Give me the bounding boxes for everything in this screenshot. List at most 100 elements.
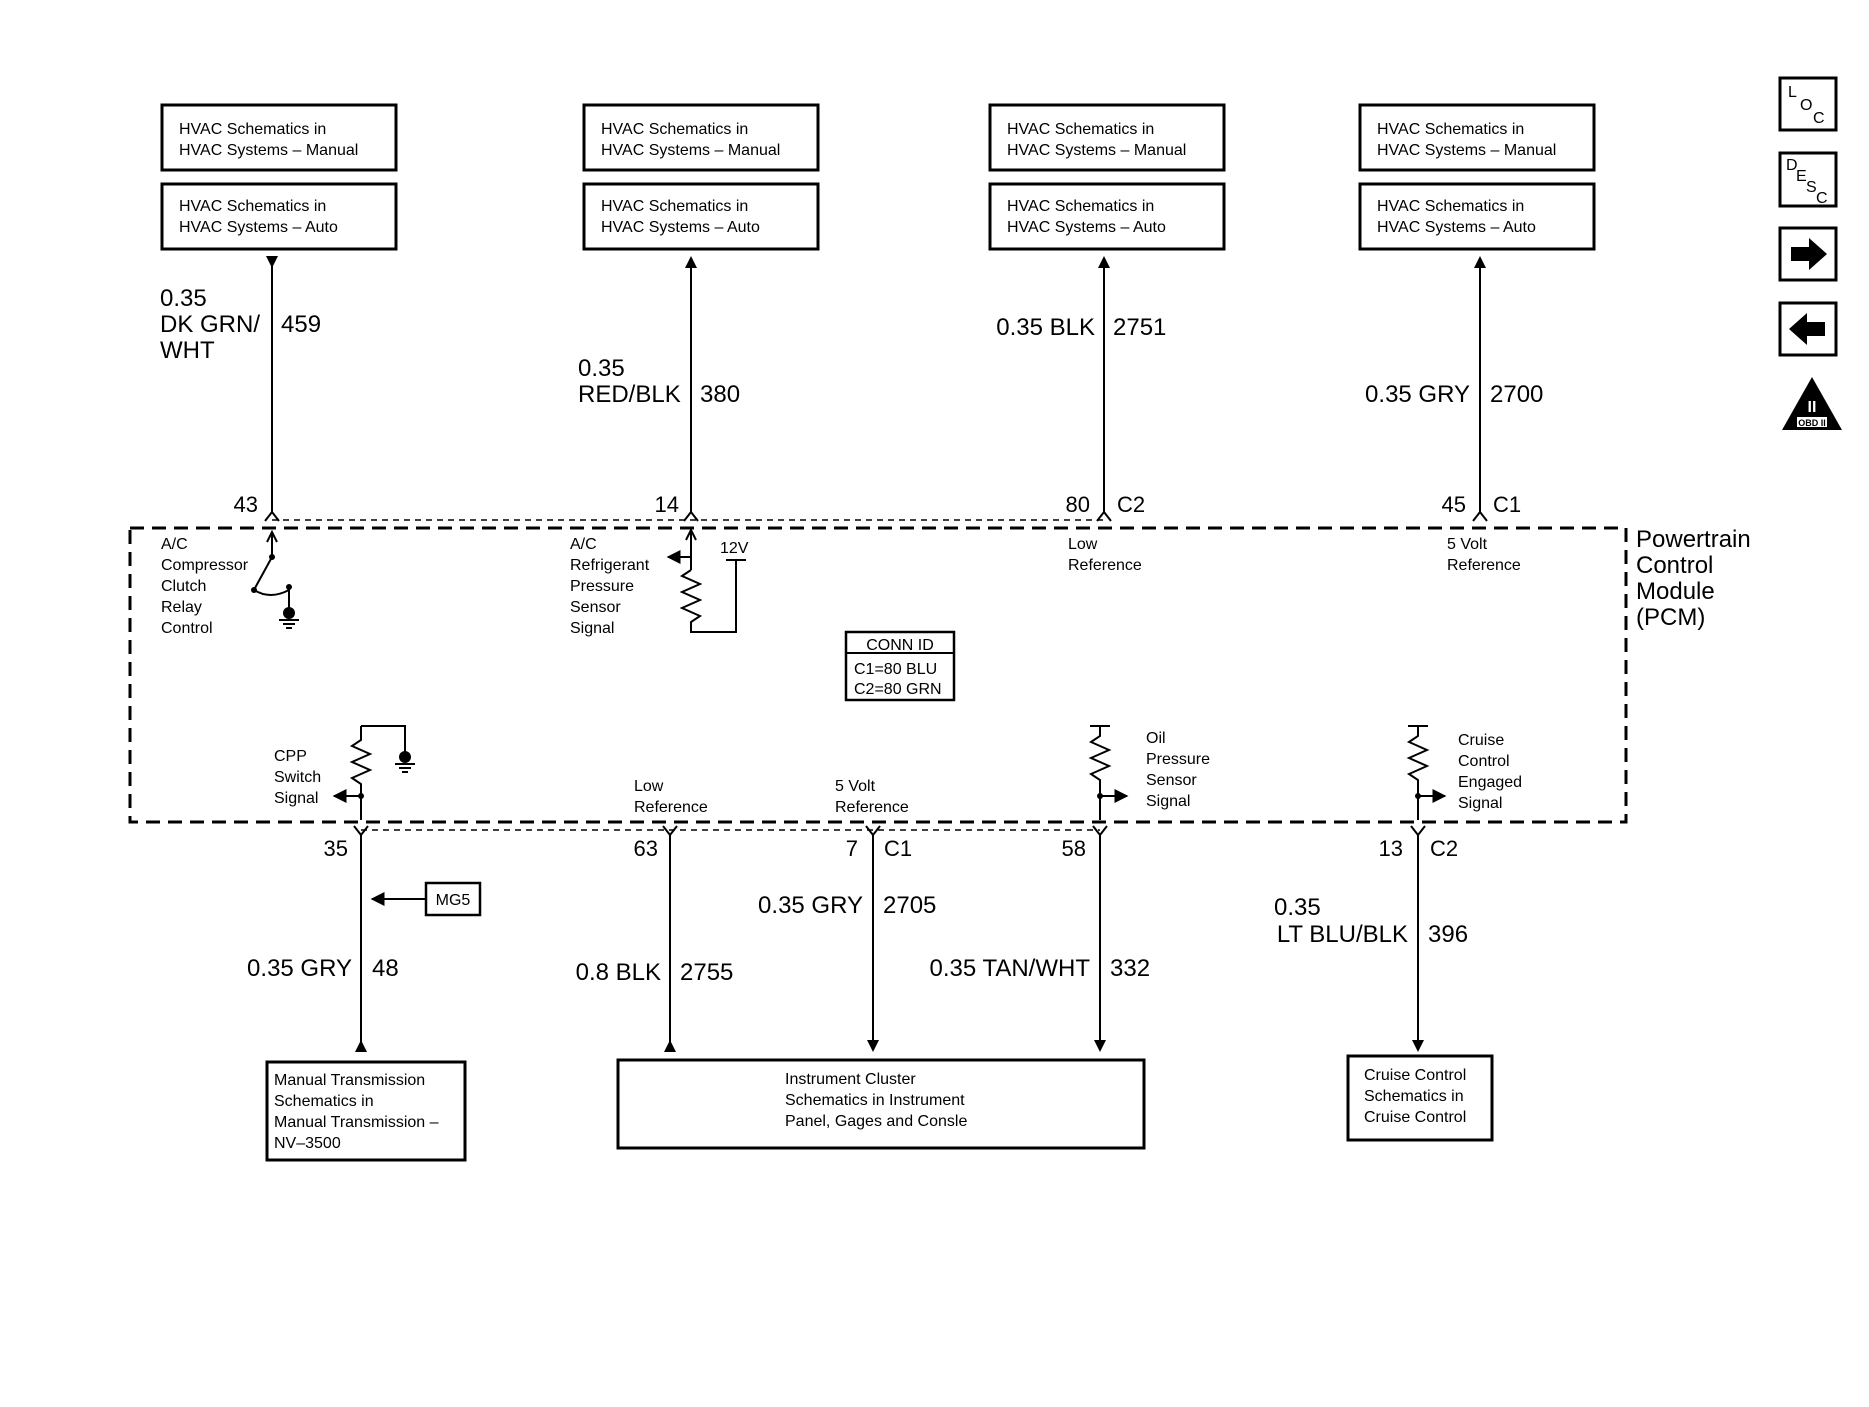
svg-text:Schematics in: Schematics in (274, 1093, 374, 1110)
box-text: HVAC Schematics in (601, 198, 748, 215)
svg-text:CPP: CPP (274, 748, 307, 765)
svg-text:C: C (1816, 190, 1828, 207)
hvac-box-group-1: HVAC Schematics in HVAC Systems – Manual… (160, 103, 398, 251)
pcm-name: Powertrain Control Module (PCM) (1636, 526, 1751, 631)
pin-number: 13 (1379, 836, 1403, 861)
svg-text:Cruise Control: Cruise Control (1364, 1109, 1466, 1126)
box-text: HVAC Systems – Auto (1377, 219, 1536, 236)
svg-text:Signal: Signal (1146, 793, 1190, 810)
location-button[interactable]: L O C (1778, 76, 1838, 132)
next-button[interactable] (1778, 226, 1838, 282)
description-button[interactable]: D E S C (1778, 151, 1838, 208)
svg-text:Manual Transmission: Manual Transmission (274, 1072, 425, 1089)
hvac-auto-box-4[interactable] (1358, 182, 1596, 251)
box-text: HVAC Systems – Manual (1377, 142, 1556, 159)
box-text: HVAC Systems – Manual (601, 142, 780, 159)
svg-text:Sensor: Sensor (1146, 772, 1197, 789)
svg-text:Instrument Cluster: Instrument Cluster (785, 1071, 916, 1088)
arrow-down-icon (1094, 1040, 1106, 1052)
svg-text:II: II (1808, 399, 1817, 416)
cpp-switch-signal: CPP Switch Signal (274, 725, 415, 820)
svg-text:5 Volt: 5 Volt (1447, 536, 1488, 553)
svg-text:Reference: Reference (634, 799, 708, 816)
circuit-number: 459 (281, 311, 321, 338)
cruise-control-engaged-signal: Cruise Control Engaged Signal (1406, 725, 1522, 820)
box-text: HVAC Schematics in (1007, 121, 1154, 138)
pin-number: 35 (324, 836, 348, 861)
box-text: HVAC Schematics in (1377, 121, 1524, 138)
circuit-number: 2705 (883, 892, 936, 919)
svg-text:E: E (1796, 168, 1807, 185)
ground-icon (283, 607, 295, 619)
svg-text:Relay: Relay (161, 599, 202, 616)
oil-pressure-sensor-signal: Oil Pressure Sensor Signal (1088, 725, 1210, 820)
hvac-box-group-4: HVAC Schematics in HVAC Systems – Manual… (1358, 103, 1596, 251)
svg-text:S: S (1806, 179, 1817, 196)
hvac-manual-box-4[interactable] (1358, 103, 1596, 172)
circuit-number: 2700 (1490, 381, 1543, 408)
arrow-up-icon (685, 256, 697, 268)
svg-text:Signal: Signal (274, 790, 318, 807)
svg-text:Control: Control (1458, 753, 1510, 770)
hvac-manual-box-2[interactable] (582, 103, 820, 172)
pin-number: 58 (1062, 836, 1086, 861)
svg-text:Reference: Reference (1068, 557, 1142, 574)
svg-text:CONN ID: CONN ID (866, 637, 934, 654)
svg-text:Control: Control (1636, 552, 1713, 579)
svg-text:Module: Module (1636, 578, 1715, 605)
svg-text:Reference: Reference (835, 799, 909, 816)
instrument-cluster-box[interactable]: Instrument Cluster Schematics in Instrum… (616, 1058, 1146, 1150)
circuit-number: 332 (1110, 955, 1150, 982)
circuit-number: 2751 (1113, 314, 1166, 341)
mg5-label: MG5 (436, 892, 471, 909)
svg-text:Refrigerant: Refrigerant (570, 557, 650, 574)
hvac-manual-box-1[interactable] (160, 103, 398, 172)
connector-id: C2 (1430, 836, 1458, 861)
previous-button[interactable] (1778, 301, 1838, 357)
svg-text:(PCM): (PCM) (1636, 604, 1705, 631)
arrow-up-icon (664, 1040, 676, 1052)
low-reference-bottom: Low Reference (634, 778, 708, 816)
hvac-auto-box-3[interactable] (988, 182, 1226, 251)
svg-text:Compressor: Compressor (161, 557, 249, 574)
box-text: HVAC Schematics in (1007, 198, 1154, 215)
wire-size-label: 0.35 (1274, 894, 1321, 921)
svg-text:Manual Transmission –: Manual Transmission – (274, 1114, 439, 1131)
pin-number: 14 (655, 492, 679, 517)
hvac-auto-box-2[interactable] (582, 182, 820, 251)
low-reference-top: Low Reference (1068, 536, 1142, 574)
wire-label: 0.35 BLK (996, 314, 1095, 341)
svg-text:12V: 12V (720, 540, 749, 557)
wire-label: 0.35 GRY (758, 892, 863, 919)
svg-text:NV–3500: NV–3500 (274, 1135, 341, 1152)
svg-text:Low: Low (1068, 536, 1098, 553)
manual-transmission-box[interactable]: Manual Transmission Schematics in Manual… (265, 1060, 467, 1162)
hvac-auto-box-1[interactable] (160, 182, 398, 251)
svg-text:Reference: Reference (1447, 557, 1521, 574)
obd-ii-button[interactable]: OBD II II (1782, 377, 1842, 430)
svg-text:O: O (1800, 97, 1812, 114)
wire-size-label: 0.35 (578, 355, 625, 382)
svg-text:Control: Control (161, 620, 213, 637)
box-text: HVAC Systems – Auto (179, 219, 338, 236)
wire-color-label: RED/BLK (578, 381, 681, 408)
svg-text:5 Volt: 5 Volt (835, 778, 876, 795)
svg-text:Signal: Signal (570, 620, 614, 637)
hvac-manual-box-3[interactable] (988, 103, 1226, 172)
pin-number: 80 (1066, 492, 1090, 517)
ground-icon (399, 751, 411, 763)
svg-text:Cruise: Cruise (1458, 732, 1504, 749)
wire-color-label: WHT (160, 337, 215, 364)
svg-text:Sensor: Sensor (570, 599, 621, 616)
box-text: HVAC Schematics in (179, 198, 326, 215)
ac-pressure-sensor-signal: A/C Refrigerant Pressure Sensor Signal 1… (570, 527, 749, 637)
cruise-control-box[interactable]: Cruise Control Schematics in Cruise Cont… (1346, 1054, 1494, 1142)
mg5-box[interactable] (424, 881, 482, 917)
pin-number: 7 (846, 836, 858, 861)
arrow-down-icon (1412, 1040, 1424, 1052)
svg-text:Pressure: Pressure (570, 578, 634, 595)
circuit-number: 2755 (680, 959, 733, 986)
arrow-right-icon (1791, 238, 1827, 270)
svg-text:Powertrain: Powertrain (1636, 526, 1751, 553)
svg-text:Switch: Switch (274, 769, 321, 786)
